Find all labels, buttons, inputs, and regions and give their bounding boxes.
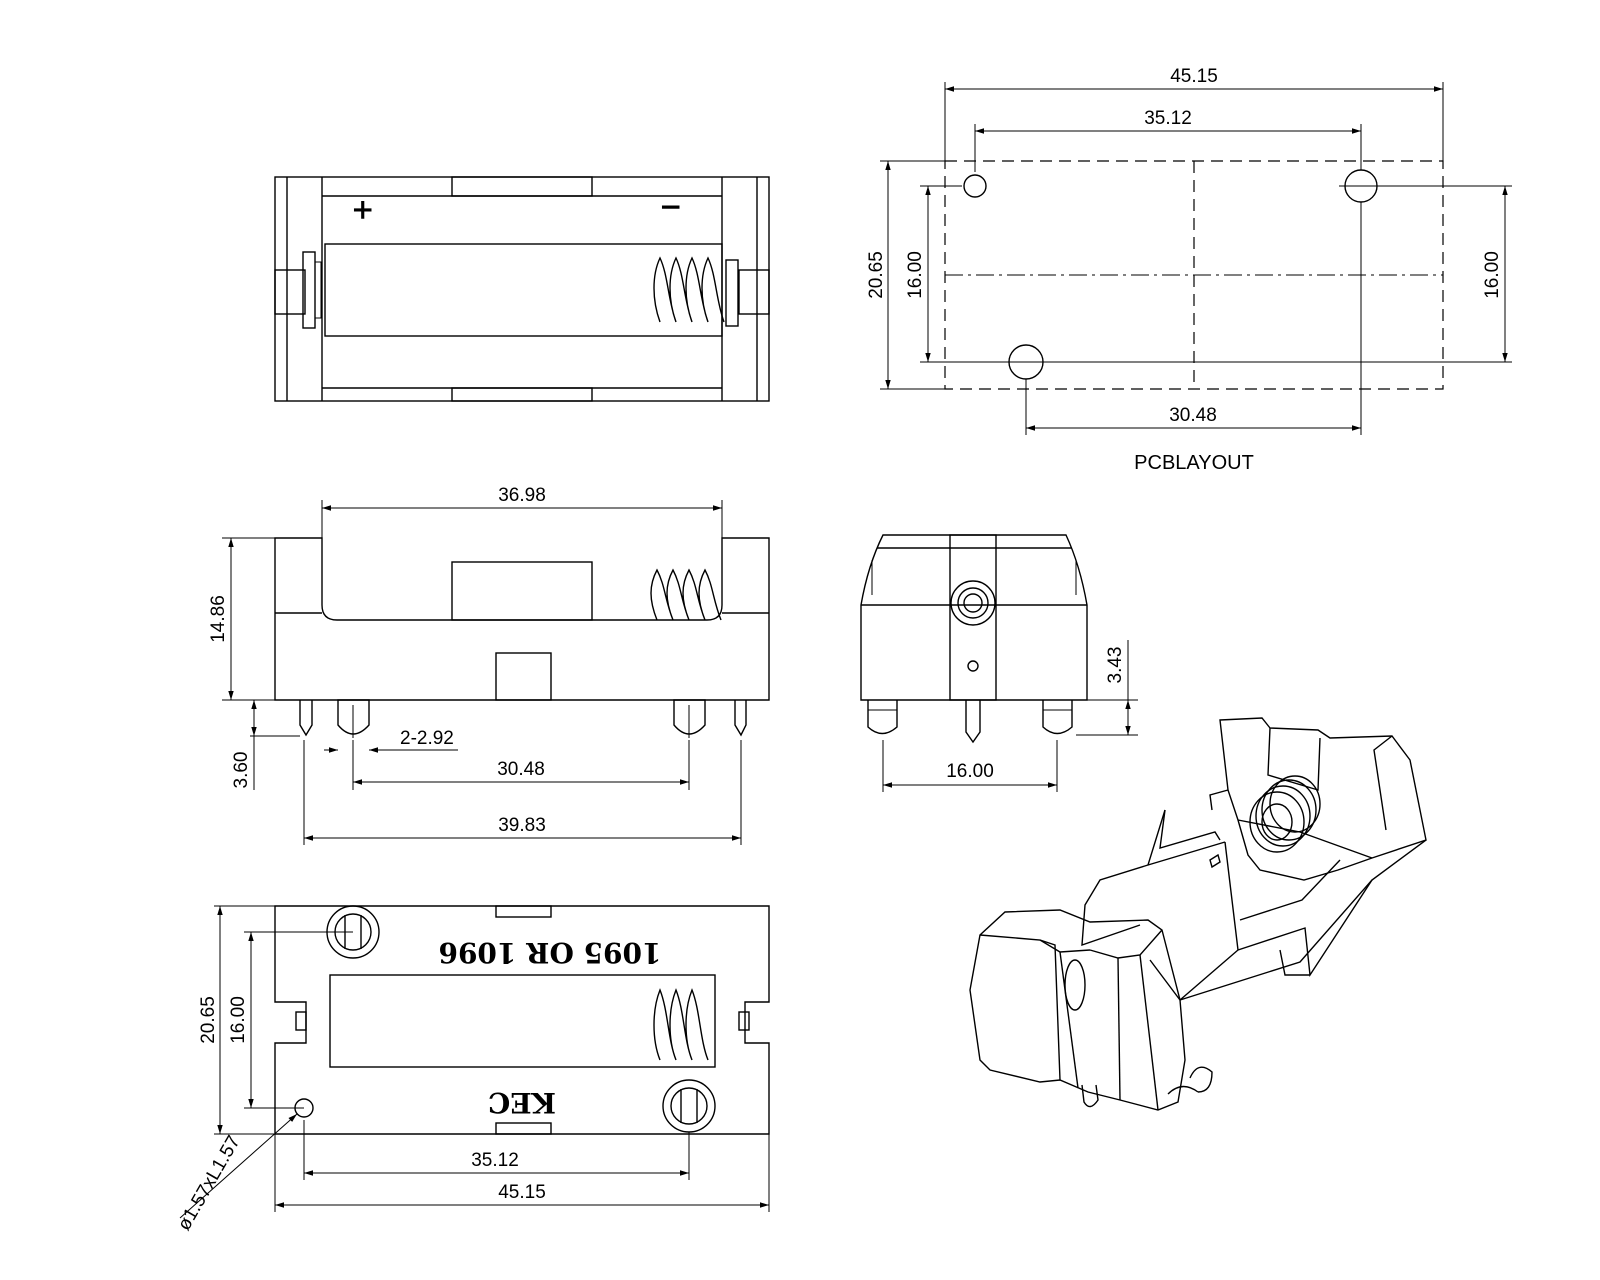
bottom-spacing-dim: 35.12: [471, 1150, 519, 1171]
pcb-layout-title: PCBLAYOUT: [1134, 452, 1254, 474]
front-height-dim: 14.86: [208, 595, 229, 643]
side-pin-spacing-dim: 16.00: [946, 761, 994, 782]
pcb-hole-spacing-dim: 35.12: [1144, 108, 1192, 129]
bottom-hole-dim: ø1.57xL1.57: [174, 1132, 245, 1234]
isometric-view: [969, 717, 1427, 1111]
bottom-width-dim: 45.15: [498, 1182, 546, 1203]
bottom-height-dim: 20.65: [198, 996, 219, 1044]
pcb-layout-view: 45.15 35.12 30.48 20.65 16.00 16.00 PCBL…: [866, 66, 1512, 474]
mounting-hole: [963, 174, 987, 198]
pcb-left-inner-dim: 16.00: [905, 251, 926, 299]
pcb-height-dim: 20.65: [866, 251, 887, 299]
pcb-lower-spacing-dim: 30.48: [1169, 405, 1217, 426]
bottom-view: 1095 OR 1096 KEC 20.65 16.00 ø1.57xL1.57…: [174, 905, 770, 1234]
front-pin-spacing-dim: 30.48: [497, 759, 545, 780]
front-pin-dia-dim: 2-2.92: [400, 728, 454, 749]
pcb-width-dim: 45.15: [1170, 66, 1218, 87]
side-pin-offset-dim: 3.43: [1105, 647, 1126, 684]
front-overall-pins-dim: 39.83: [498, 815, 546, 836]
plus-sign: +: [351, 193, 374, 226]
bottom-brand-text: KEC: [488, 1086, 556, 1119]
front-inner-length-dim: 36.98: [498, 485, 546, 506]
minus-sign: −: [659, 190, 682, 223]
front-pin-length-dim: 3.60: [231, 752, 252, 789]
top-view: + −: [274, 176, 770, 402]
bottom-marking-text: 1095 OR 1096: [438, 936, 661, 969]
bottom-inner-dim: 16.00: [228, 996, 249, 1044]
front-view: 36.98 14.86 3.60 2-2.92 30.48 39.83: [208, 485, 770, 845]
side-view: 3.43 16.00: [860, 534, 1138, 792]
pcb-right-inner-dim: 16.00: [1482, 251, 1503, 299]
